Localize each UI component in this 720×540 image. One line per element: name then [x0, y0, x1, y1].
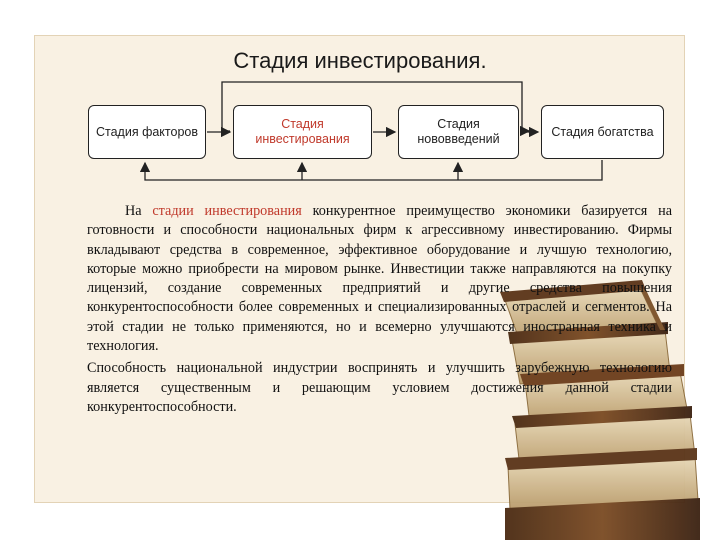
page-title: Стадия инвестирования.: [233, 48, 487, 73]
paragraph-1-highlight: стадии инвестирования: [152, 203, 302, 219]
paragraph-2: Способность национальной индустрии воспр…: [87, 360, 672, 415]
arrow-bottom-1: [139, 160, 603, 181]
paragraph-1-prefix: На: [125, 203, 153, 219]
body-text: На стадии инвестирования конкурентное пр…: [87, 202, 672, 417]
stage-box-factors: Стадия факторов: [88, 105, 206, 159]
paragraph-1-rest: конкурентное преимущество экономики бази…: [87, 203, 672, 355]
stage-box-innovation: Стадия нововведений: [398, 105, 519, 159]
stage-box-wealth: Стадия богатства: [541, 105, 664, 159]
arrow-top: [221, 81, 531, 137]
stage-label-investment: Стадия инвестирования: [255, 117, 350, 146]
stage-label-innovation: Стадия нововведений: [417, 117, 500, 146]
stage-label-wealth: Стадия богатства: [551, 124, 654, 139]
paragraph-1: На стадии инвестирования конкурентное пр…: [87, 202, 672, 356]
stage-label-factors: Стадия факторов: [95, 124, 198, 139]
stage-box-investment: Стадия инвестирования: [233, 105, 372, 159]
